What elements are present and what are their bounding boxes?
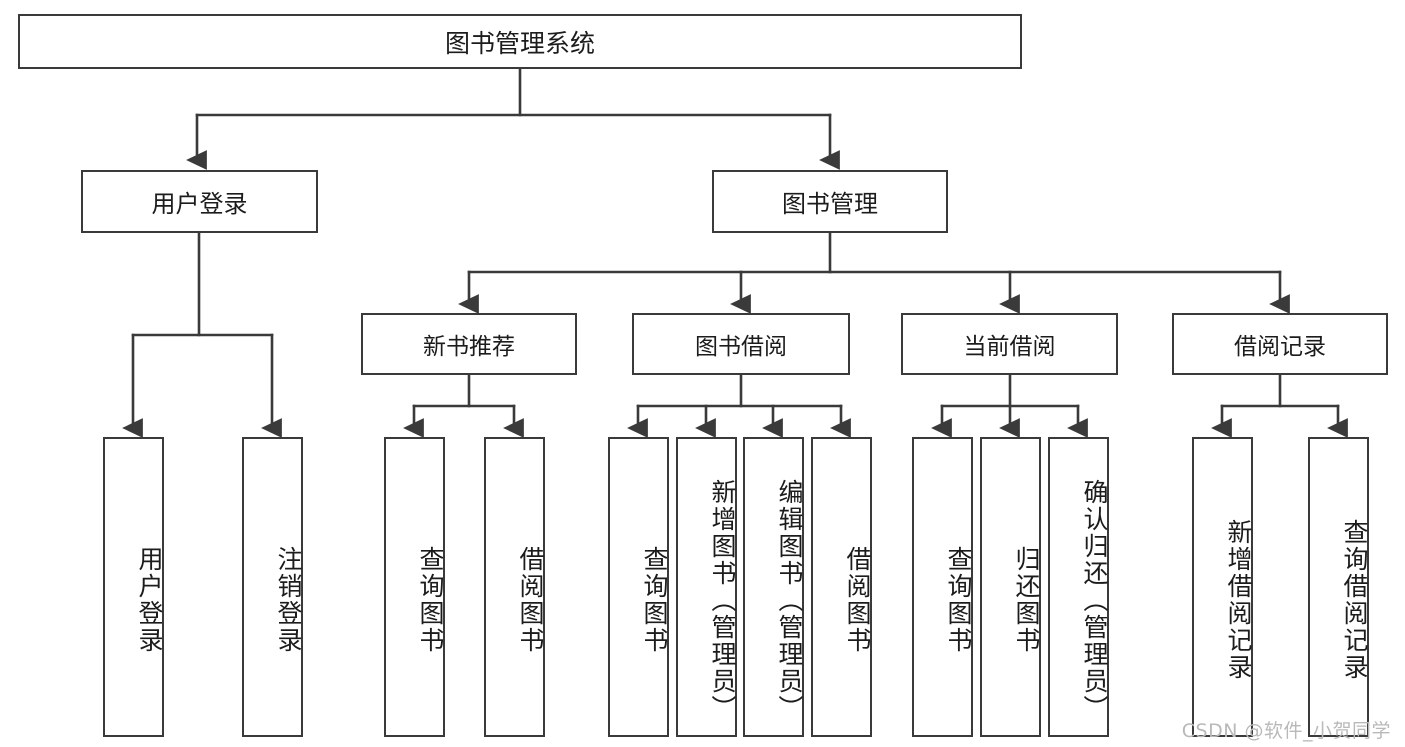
leaf-query-borrow-record[interactable]: 查询借阅记录 bbox=[1308, 437, 1369, 737]
node-book-borrow[interactable]: 图书借阅 bbox=[632, 313, 850, 375]
node-label: 用户登录 bbox=[135, 546, 164, 654]
csdn-watermark: CSDN @软件_小贺同学 bbox=[1181, 720, 1391, 742]
node-label: 借阅图书 bbox=[843, 546, 872, 654]
node-label: 查询图书 bbox=[640, 546, 669, 654]
node-borrow-records[interactable]: 借阅记录 bbox=[1172, 313, 1388, 375]
leaf-confirm-return-admin[interactable]: 确认归还（管理员） bbox=[1048, 437, 1109, 737]
leaf-add-book-admin[interactable]: 新增图书（管理员） bbox=[676, 437, 737, 737]
node-label: 图书借阅 bbox=[695, 334, 787, 360]
node-label: 新增借阅记录 bbox=[1224, 519, 1253, 681]
node-label: 新书推荐 bbox=[423, 334, 515, 360]
leaf-user-login[interactable]: 用户登录 bbox=[103, 437, 164, 737]
leaf-return-book[interactable]: 归还图书 bbox=[980, 437, 1041, 737]
node-label: 当前借阅 bbox=[963, 334, 1056, 360]
node-label: 图书管理系统 bbox=[444, 28, 595, 58]
node-label: 借阅图书 bbox=[516, 546, 545, 654]
node-label: 归还图书 bbox=[1012, 546, 1041, 654]
node-new-book-recommend[interactable]: 新书推荐 bbox=[361, 313, 577, 375]
node-label: 图书管理 bbox=[782, 190, 878, 218]
node-label: 新增图书（管理员） bbox=[708, 478, 737, 722]
node-label: 查询借阅记录 bbox=[1340, 519, 1369, 681]
node-label: 查询图书 bbox=[944, 546, 973, 654]
node-label: 确认归还（管理员） bbox=[1080, 478, 1109, 722]
node-label: 用户登录 bbox=[151, 190, 248, 218]
leaf-query-book-borrow[interactable]: 查询图书 bbox=[608, 437, 669, 737]
leaf-logout[interactable]: 注销登录 bbox=[242, 437, 303, 737]
node-label: 查询图书 bbox=[416, 546, 445, 654]
node-root[interactable]: 图书管理系统 bbox=[18, 14, 1022, 69]
leaf-add-borrow-record[interactable]: 新增借阅记录 bbox=[1192, 437, 1253, 737]
node-user-login[interactable]: 用户登录 bbox=[81, 170, 318, 233]
node-label: 注销登录 bbox=[274, 546, 303, 654]
leaf-edit-book-admin[interactable]: 编辑图书（管理员） bbox=[743, 437, 804, 737]
node-book-management[interactable]: 图书管理 bbox=[712, 170, 948, 233]
node-label: 编辑图书（管理员） bbox=[775, 478, 804, 722]
leaf-query-book-current[interactable]: 查询图书 bbox=[912, 437, 973, 737]
leaf-borrow-book-recommend[interactable]: 借阅图书 bbox=[484, 437, 545, 737]
node-label: 借阅记录 bbox=[1234, 334, 1326, 360]
leaf-query-book-recommend[interactable]: 查询图书 bbox=[384, 437, 445, 737]
leaf-borrow-book[interactable]: 借阅图书 bbox=[811, 437, 872, 737]
node-current-borrow[interactable]: 当前借阅 bbox=[901, 313, 1118, 375]
